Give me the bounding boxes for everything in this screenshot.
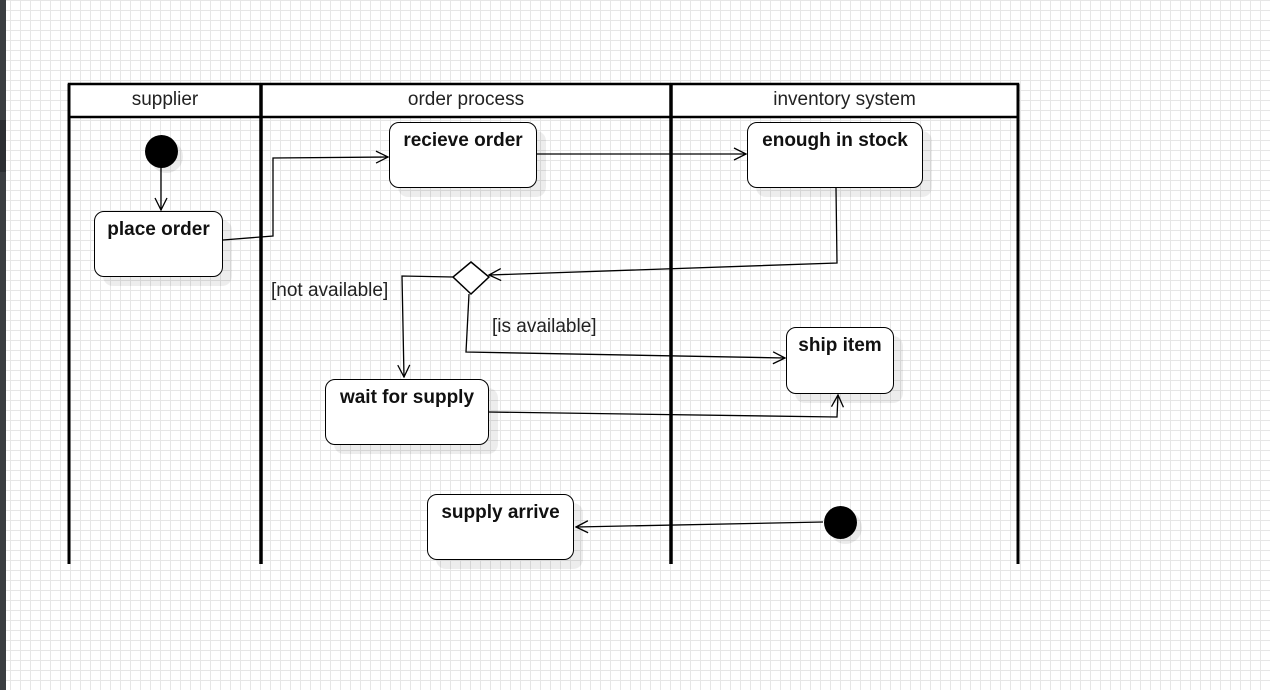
state-place-order[interactable]: place order [94,211,223,277]
swimlane-frame [67,82,1020,564]
transition-decision-not-available[interactable] [402,275,454,377]
transition-wait-for-supply-to-ship-item[interactable] [487,395,838,418]
guard-is-available: [is available] [492,316,597,337]
transition-enough-in-stock-to-decision[interactable] [489,187,838,275]
second-initial-node[interactable] [824,506,857,539]
lane-header-supplier: supplier [131,89,199,110]
state-recieve-order[interactable]: recieve order [389,122,537,188]
decision-node[interactable] [451,261,491,296]
guard-not-available: [not available] [271,280,389,301]
transition-decision-is-available[interactable] [465,293,785,358]
window-edge-strip [0,0,6,690]
state-ship-item[interactable]: ship item [786,327,894,394]
state-supply-arrive[interactable]: supply arrive [427,494,574,560]
transition-final-to-supply-arrive[interactable] [576,522,824,527]
state-enough-in-stock[interactable]: enough in stock [747,122,923,188]
state-wait-for-supply[interactable]: wait for supply [325,379,489,445]
window-edge-segment [0,120,6,172]
transition-place-order-to-recieve-order[interactable] [222,157,388,241]
lane-header-inventory-system: inventory system [773,89,916,110]
initial-node[interactable] [145,135,178,168]
lane-header-order-process: order process [407,89,525,110]
